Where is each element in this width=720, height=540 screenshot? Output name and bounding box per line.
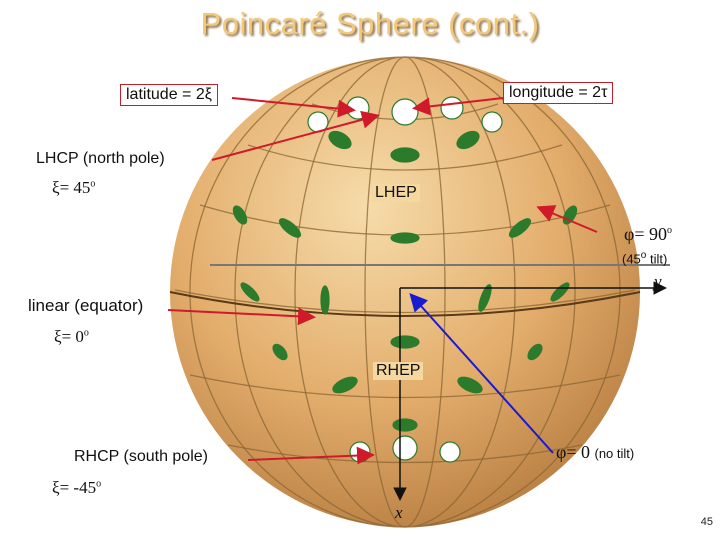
latitude-label: latitude = 2ξ bbox=[120, 84, 218, 106]
red-arrows bbox=[167, 97, 598, 465]
slide-title: Poincaré Sphere (cont.) bbox=[200, 6, 540, 41]
tilt-45-label: (45o tilt) bbox=[622, 250, 668, 267]
linear-label: linear (equator) bbox=[28, 296, 144, 315]
xi-m45-label: ξ= -45o bbox=[52, 478, 102, 497]
lhep-label: LHEP bbox=[372, 184, 420, 202]
rhep-label: RHEP bbox=[373, 362, 424, 380]
equator-line bbox=[169, 291, 641, 317]
xi-45-label: ξ= 45o bbox=[52, 178, 96, 197]
phi-0-label: φ= 0 (no tilt) bbox=[556, 442, 635, 462]
meridian-lines bbox=[189, 56, 621, 528]
y-axis-label: y bbox=[654, 272, 662, 291]
x-axis-label: x bbox=[395, 503, 403, 522]
longitude-label: longitude = 2τ bbox=[503, 82, 614, 104]
phi-90-label: φ= 90o bbox=[624, 224, 673, 244]
blue-arrows bbox=[409, 293, 554, 454]
lhcp-label: LHCP (north pole) bbox=[36, 150, 165, 167]
xi-0-label: ξ= 0o bbox=[54, 327, 89, 346]
rhcp-label: RHCP (south pole) bbox=[74, 448, 208, 465]
page-number: 45 bbox=[700, 516, 713, 528]
sphere-body bbox=[170, 57, 640, 527]
